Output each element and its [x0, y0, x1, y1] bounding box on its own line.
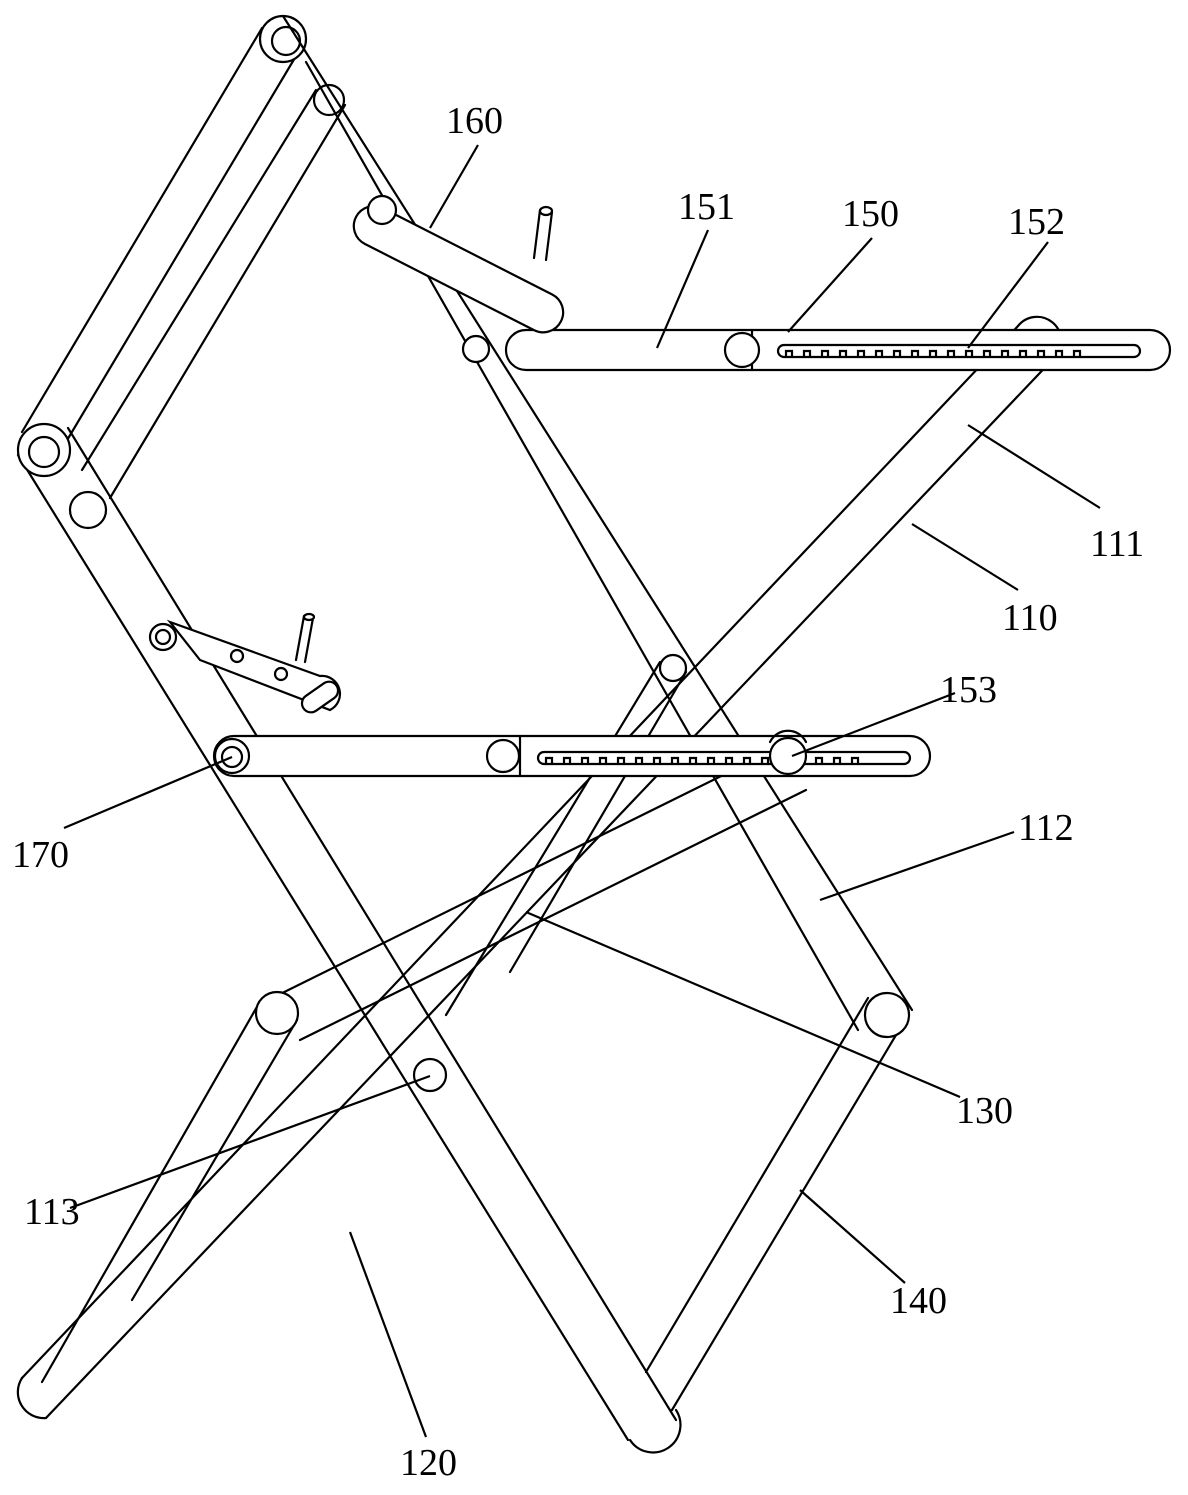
- label-150: 150: [842, 193, 899, 235]
- upper-slider-151: [461, 328, 1172, 372]
- label-170: 170: [12, 834, 69, 876]
- leg-120-front: [16, 422, 678, 1442]
- label-112: 112: [1018, 807, 1074, 849]
- label-110: 110: [1002, 597, 1058, 639]
- leg-112: [281, 14, 914, 1032]
- pivot-113: [412, 1057, 448, 1093]
- lower-slider-170: [212, 729, 932, 778]
- top-double-bar: [20, 14, 347, 500]
- leg-110: [16, 315, 1063, 1420]
- handle-160: [352, 194, 565, 334]
- label-120: 120: [400, 1442, 457, 1484]
- label-152: 152: [1008, 201, 1065, 243]
- lower-left-brace: [40, 740, 808, 1384]
- leader-lines: [63, 144, 1101, 1438]
- label-130: 130: [956, 1090, 1013, 1132]
- label-140: 140: [890, 1280, 947, 1322]
- label-153: 153: [940, 669, 997, 711]
- label-160: 160: [446, 100, 503, 142]
- label-113: 113: [24, 1191, 80, 1233]
- label-111: 111: [1090, 523, 1144, 565]
- link-plate: [148, 612, 342, 714]
- leg-140: [628, 991, 911, 1454]
- label-151: 151: [678, 186, 735, 228]
